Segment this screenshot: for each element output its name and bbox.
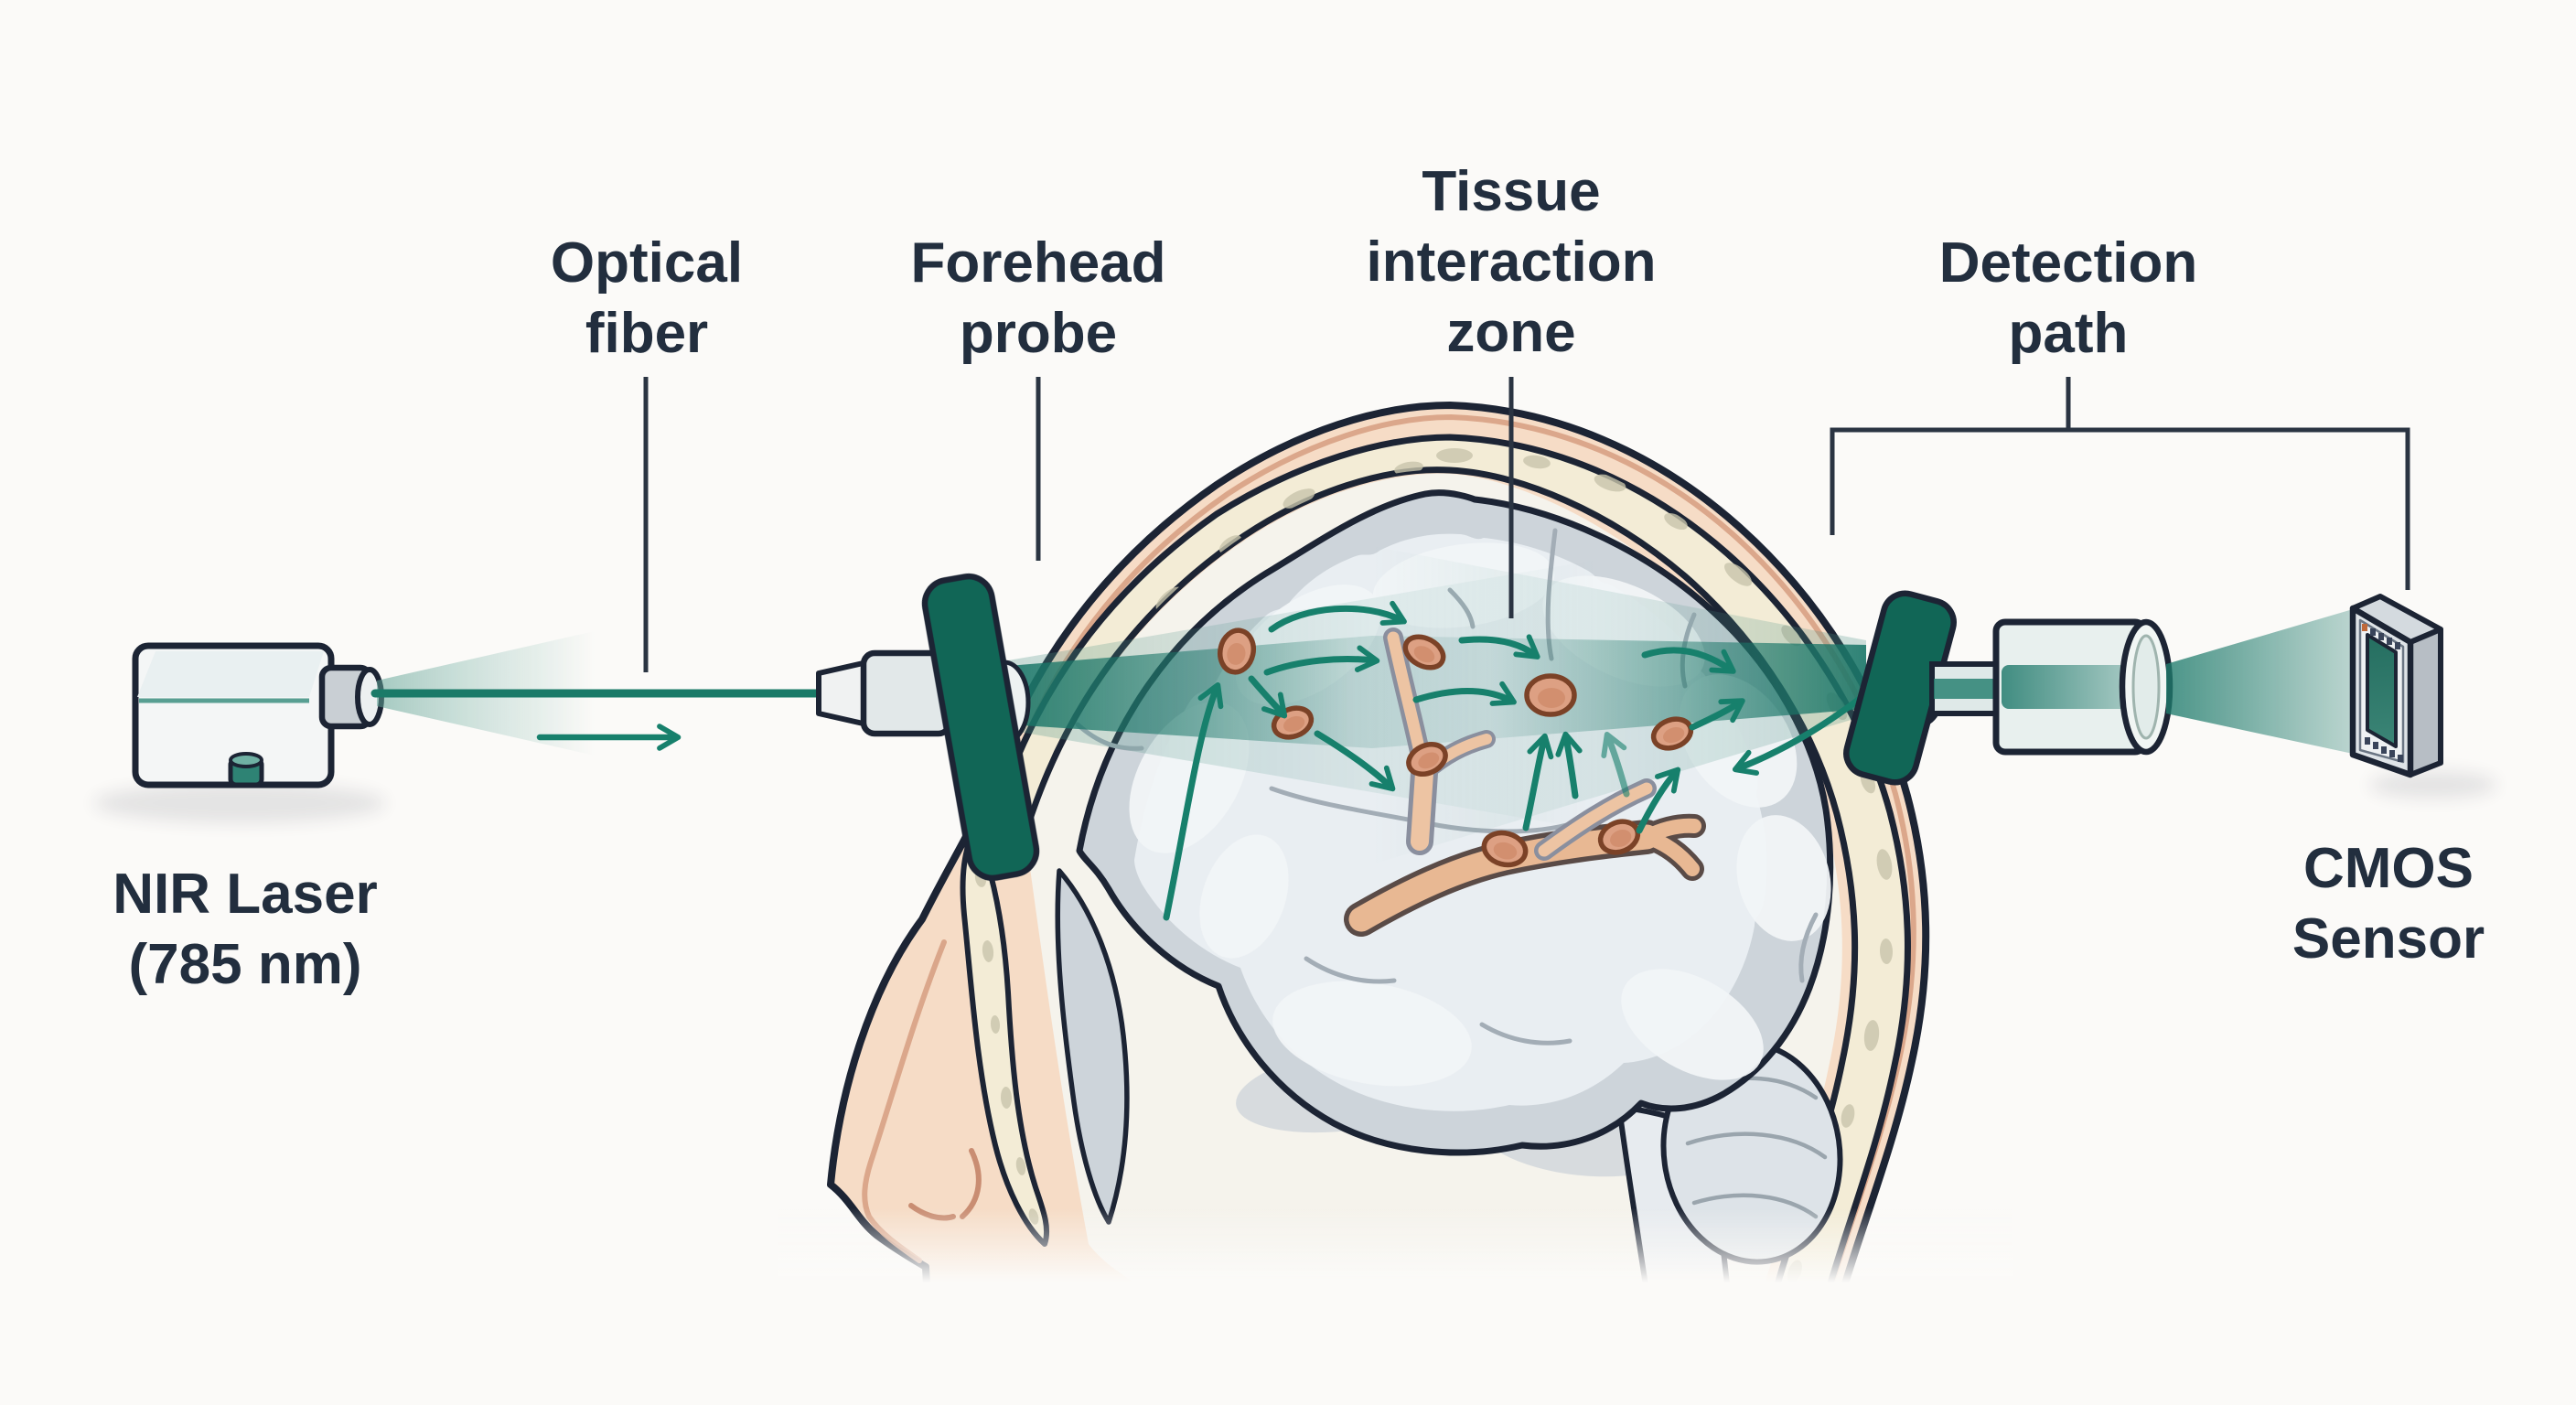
fiber-connector (816, 649, 953, 737)
scatter-arrow (1314, 730, 1396, 792)
sensor-pads (2362, 624, 2403, 762)
probe-body (921, 573, 1040, 882)
scatter-particles (1218, 627, 1694, 868)
laser-aperture (318, 664, 384, 730)
laser-power-button (228, 752, 264, 788)
nir-laser-device (132, 642, 384, 788)
laser-shadow (93, 783, 386, 823)
scatter-particle (1481, 830, 1529, 868)
scatter-arrow (1555, 731, 1583, 799)
label-cmos-sensor: CMOS Sensor (2292, 837, 2485, 971)
scatter-particle (1406, 742, 1448, 777)
detection-stem (1929, 661, 2002, 716)
bottom-fade (778, 1207, 2012, 1405)
scatter-arrow (1263, 645, 1380, 676)
label-tissue-zone: Tissue interaction zone (1366, 160, 1657, 364)
label-nir-laser: NIR Laser (785 nm) (113, 863, 378, 996)
laser-top-face (137, 651, 324, 697)
scatter-arrow (1163, 681, 1224, 921)
cmos-sensor (2349, 594, 2443, 778)
scatter-arrow (1601, 731, 1630, 798)
forehead-probe (921, 573, 1040, 882)
label-optical-fiber: Optical fiber (550, 231, 744, 365)
detection-bracket (1830, 427, 2410, 590)
label-forehead-probe: Forehead probe (910, 231, 1166, 365)
collection-lens (1992, 618, 2174, 756)
annotation-lines (643, 377, 2410, 672)
sensor-shadow (2369, 771, 2497, 799)
scatter-arrow (1268, 600, 1407, 633)
scatter-arrow (1522, 733, 1554, 831)
sensor-side-face (2408, 627, 2443, 778)
scatter-arrow (1636, 767, 1681, 834)
sensor-active-area (2366, 633, 2398, 748)
scatter-arrow (1412, 681, 1517, 706)
scatter-particle (1402, 634, 1446, 670)
scatter-particle (1524, 673, 1577, 717)
detection-beam (2166, 609, 2353, 754)
scatter-arrow (1458, 634, 1540, 660)
scatter-particle (1218, 627, 1256, 675)
scatter-arrow (1641, 647, 1736, 674)
scatter-arrow (1689, 698, 1745, 731)
label-detection-path: Detection path (1938, 231, 2198, 365)
scatter-arrow (1248, 675, 1288, 719)
